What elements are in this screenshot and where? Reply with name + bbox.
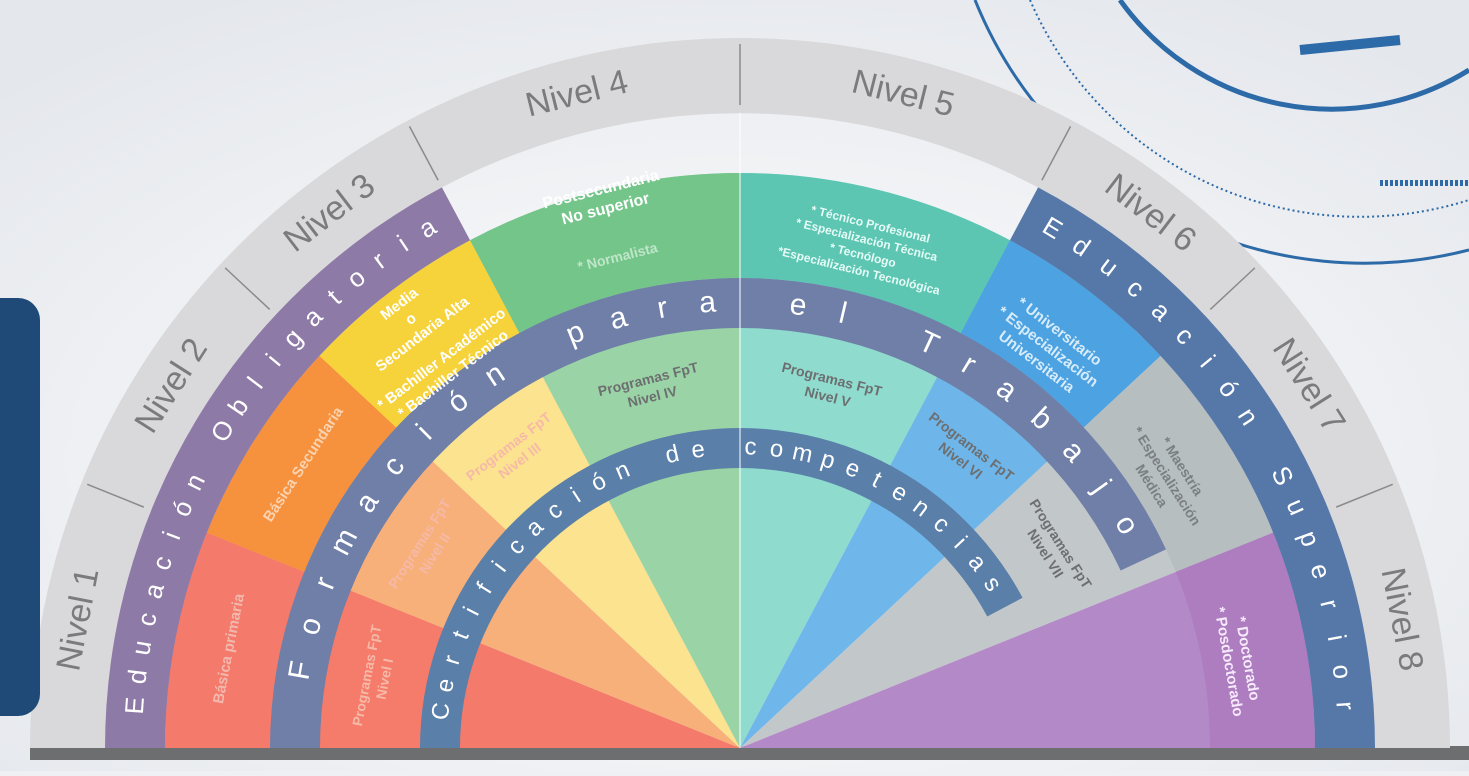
education-segment-1 [165, 532, 305, 748]
level-divider [1041, 126, 1072, 181]
ring-char: F [282, 659, 318, 683]
level-divider [1209, 267, 1256, 311]
fpt-sector-4 [542, 328, 740, 466]
fpt-sector-5 [740, 328, 938, 466]
certificacion-band [420, 428, 1023, 748]
education-segment-6 [960, 240, 1161, 428]
ring-char: d [663, 440, 682, 469]
level-divider [224, 267, 271, 311]
educacion-superior-band [1009, 187, 1375, 749]
education-segment-3 [319, 240, 520, 428]
formacion-trabajo-band [270, 278, 1166, 748]
level-divider [1335, 483, 1394, 508]
education-segment-2 [206, 355, 397, 572]
level-divider [408, 126, 439, 181]
educacion-obligatoria-band [105, 187, 471, 749]
level-divider [86, 483, 145, 508]
education-segment-8 [1175, 532, 1315, 748]
education-segment-4 [470, 173, 740, 334]
ring-char: e [788, 288, 809, 323]
ring-char: c [744, 433, 757, 460]
ring-char: r [1330, 700, 1361, 711]
fpt-sector-6 [890, 377, 1048, 530]
fpt-sector-7 [974, 461, 1130, 629]
ring-char: o [1326, 662, 1358, 680]
ring-char: e [690, 435, 707, 464]
ring-char: d [121, 668, 152, 686]
ring-char: a [698, 286, 717, 320]
left-side-panel [0, 298, 40, 716]
ring-char: E [119, 696, 150, 715]
education-segment-5 [740, 173, 1010, 334]
fpt-sector-1 [320, 590, 444, 748]
ring-char: o [768, 435, 785, 463]
education-segment-7 [1083, 355, 1274, 572]
ring-char: c [131, 610, 163, 629]
ring-char: u [125, 638, 157, 657]
ring-char: i [1322, 632, 1353, 643]
label-line: Nivel I [373, 657, 397, 701]
ring-char: e [431, 676, 460, 695]
fpt-sector-2 [350, 461, 506, 629]
fpt-sector-3 [432, 377, 590, 530]
base-shadow [30, 746, 1469, 760]
level-ring [30, 38, 1450, 748]
ring-char: C [427, 701, 456, 722]
center-wedge-8 [740, 532, 1315, 748]
